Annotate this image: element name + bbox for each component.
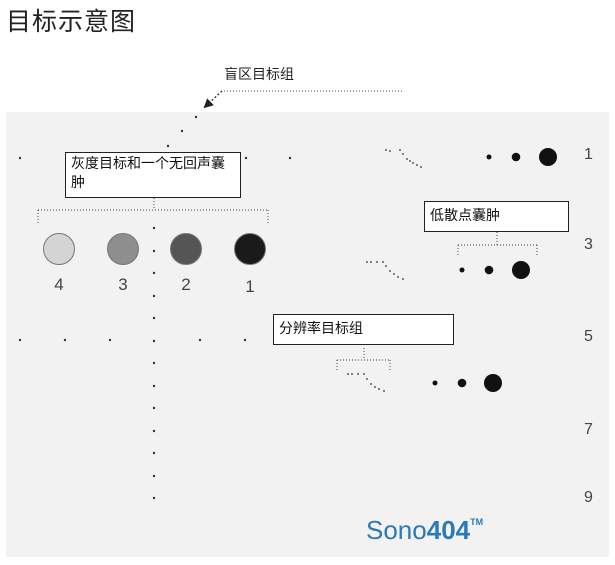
low-scatter-label: 低散点囊肿	[430, 208, 500, 224]
brand-model: 404	[426, 515, 471, 545]
vertical-dot	[152, 474, 156, 478]
sono404-logo: Sono404TM	[366, 515, 483, 546]
vertical-dot	[152, 361, 156, 365]
depth-marker-5: 5	[584, 328, 593, 345]
grayscale-targets	[43, 233, 266, 265]
vertical-dot	[152, 429, 156, 433]
vertical-dot	[152, 496, 156, 500]
vertical-target-column	[152, 226, 156, 500]
grayscale-number-2: 2	[181, 275, 191, 294]
horizontal-row-5	[18, 338, 247, 342]
blind-zone-label: 盲区目标组	[224, 67, 294, 83]
horizontal-row-1	[18, 156, 292, 160]
resolution-callout: 分辨率目标组	[273, 314, 454, 345]
low-scatter-callout: 低散点囊肿	[424, 201, 569, 232]
brand-tm: TM	[470, 517, 484, 527]
grayscale-bracket	[37, 198, 269, 224]
grayscale-number-3: 3	[118, 275, 128, 294]
vertical-dot	[152, 316, 156, 320]
depth-marker-1: 1	[584, 146, 593, 163]
resolution-group-3	[366, 261, 404, 280]
brand-name: Sono	[366, 515, 427, 545]
blind-zone-leader	[203, 90, 402, 109]
vertical-dot	[152, 406, 156, 410]
grayscale-target-4	[43, 233, 75, 265]
page-title: 目标示意图	[6, 7, 137, 36]
grayscale-target-1	[234, 233, 266, 265]
depth-marker-7: 7	[584, 421, 593, 438]
depth-marker-3: 3	[584, 236, 593, 253]
grayscale-number-1: 1	[245, 277, 255, 296]
vertical-dot	[152, 294, 156, 298]
grayscale-label: 灰度目标和一个无回声囊肿	[71, 156, 225, 191]
vertical-dot	[152, 226, 156, 230]
low-scatter-bracket	[457, 232, 538, 257]
resolution-label: 分辨率目标组	[279, 321, 363, 337]
resolution-bracket	[336, 348, 391, 370]
low-scatter-cysts-5	[432, 374, 502, 392]
grayscale-target-3	[107, 233, 139, 265]
resolution-group-5	[347, 373, 385, 392]
resolution-group-1	[385, 149, 422, 168]
grayscale-target-2	[170, 233, 202, 265]
blind-zone-dots	[166, 115, 198, 148]
grayscale-callout: 灰度目标和一个无回声囊肿	[65, 152, 241, 198]
vertical-dot	[152, 249, 156, 253]
low-scatter-cysts-3	[459, 261, 530, 279]
vertical-dot	[152, 384, 156, 388]
vertical-dot	[152, 451, 156, 455]
vertical-dot	[152, 339, 156, 343]
depth-marker-9: 9	[584, 489, 593, 506]
grayscale-number-4: 4	[54, 275, 64, 294]
vertical-dot	[152, 271, 156, 275]
low-scatter-cysts-1	[486, 148, 557, 166]
